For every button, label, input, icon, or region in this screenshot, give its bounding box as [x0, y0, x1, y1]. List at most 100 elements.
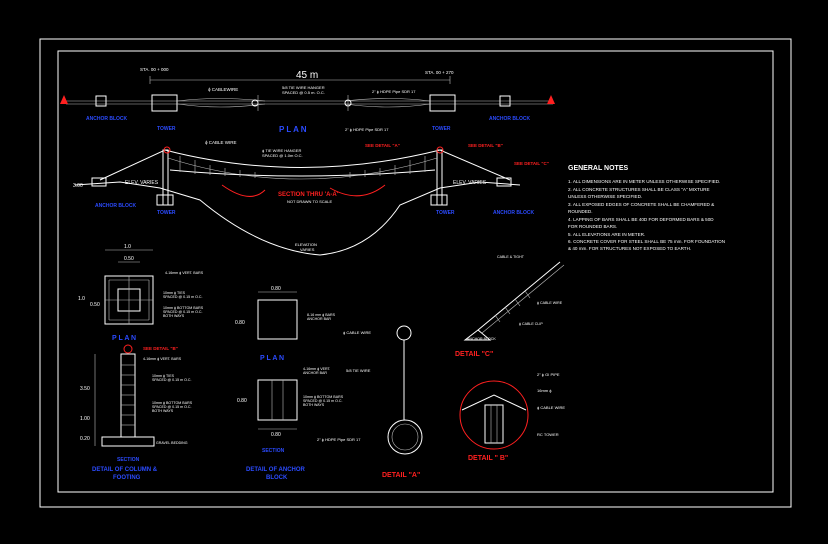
section-title: SECTION THRU 'A-A' — [278, 192, 339, 198]
detail-b-tower-label: RC TOWER — [537, 432, 559, 437]
north-marker-right — [547, 95, 555, 104]
plan-handrail-note: 2" ϕ HDPE Pipe SDR 17 — [372, 89, 416, 94]
col-vert-bars: 4-16mm ϕ VERT. BARS — [165, 271, 204, 275]
col-section-title: SECTION — [117, 457, 140, 463]
anchor-dim-side: 0.80 — [235, 320, 245, 326]
detail-a-pipe-outer — [387, 419, 423, 455]
anchor-plan-title: P L A N — [260, 355, 284, 362]
detail-b-circle — [459, 380, 529, 450]
anchor-left-plan — [95, 95, 107, 107]
plan-tower-left-label: TOWER — [157, 126, 176, 132]
section-hanger-note-1: ϕ TIE WIRE HANGER — [262, 148, 301, 153]
col-bot-1: 10mm ϕ BOTTOM BARS — [152, 401, 193, 405]
anchor-plan — [257, 299, 298, 340]
col-bottom-bars-3: BOTH WAYS — [163, 314, 185, 318]
col-ties-4: SPACED @ 0.15 m O.C. — [152, 378, 192, 382]
column-section — [120, 353, 136, 438]
detail-c-clamp-label: CABLE & TIGHT — [497, 255, 525, 259]
anchor-right-section — [496, 177, 512, 187]
sta-right-label: STA. 00 + 270 — [425, 70, 454, 75]
col-ties-3: 10mm ϕ TIES — [152, 374, 175, 378]
general-note-item: ROUNDED. — [568, 209, 593, 214]
detail-b-tower — [484, 404, 504, 444]
anchor-dim-top: 0.80 — [271, 286, 281, 292]
section-anchor-left-label: ANCHOR BLOCK — [95, 203, 136, 209]
detail-c-cable-label: ϕ CABLE WIRE — [537, 301, 563, 305]
see-detail-c-label: SEE DETAIL "C" — [514, 161, 549, 166]
elev-varies-right: ELEV. VARIES — [453, 180, 487, 186]
col-ties-2: SPACED @ 0.15 m O.C. — [163, 295, 203, 299]
general-note-item: 1. ALL DIMENSIONS ARE IN METER UNLESS OT… — [568, 179, 720, 184]
cable-highlight-right — [329, 184, 386, 197]
anchor-bottom-1: 10mm ϕ BOTTOM BARS — [303, 395, 344, 399]
anchor-bottom-2: SPACED @ 0.15 m O.C. — [303, 399, 343, 403]
anchor-vert-2: ANCHOR BAR — [303, 371, 327, 375]
col-dim-mid: 1.00 — [80, 416, 90, 422]
see-detail-b-label: SEE DETAIL "B" — [468, 143, 503, 148]
span-label: 45 m — [296, 70, 318, 81]
elevation-label-1: ELEVATION — [295, 242, 317, 247]
elevation-label-2: VARIES — [300, 247, 315, 252]
detail-c-title: DETAIL "C" — [455, 351, 493, 358]
main-cable-section — [99, 149, 511, 181]
section-handrail-note: 2" ϕ HDPE Pipe SDR 17 — [345, 127, 389, 132]
anchor-detail: 0.80 0.80 8-16 mm ϕ BARS ANCHOR BAR P L … — [235, 286, 344, 481]
plan-anchor-left-label: ANCHOR BLOCK — [86, 116, 127, 122]
detail-c: CABLE & TIGHT ϕ CABLE WIRE ϕ CABLE CLIP … — [455, 255, 565, 358]
anchor-detail-title-2: BLOCK — [266, 475, 288, 481]
detail-b-pipe-label: 2" ϕ GI PIPE — [537, 372, 560, 377]
north-marker-left — [60, 95, 68, 104]
detail-b: 2" ϕ GI PIPE 16mm ϕ ϕ CABLE WIRE RC TOWE… — [459, 372, 565, 462]
col-ties-1: 10mm ϕ TIES — [163, 291, 186, 295]
anchor-dim-h1: 0.80 — [237, 398, 247, 404]
detail-c-anchor-label: ANCHOR BLOCK — [467, 337, 496, 341]
general-note-item: 3. ALL EXPOSED EDGES OF CONCRETE SHALL B… — [568, 202, 714, 207]
footing-section — [101, 436, 155, 447]
detail-c-clip-label: ϕ CABLE CLIP — [519, 322, 543, 326]
section-hanger-note-2: SPACED @ 1.0m O.C. — [262, 153, 303, 158]
detail-a-tie-label: 5/8 TIE WIRE — [346, 368, 371, 373]
see-detail-a-label: SEE DETAIL "A" — [365, 143, 400, 148]
general-notes: GENERAL NOTES 1. ALL DIMENSIONS ARE IN M… — [568, 165, 725, 251]
plan-tower-right-label: TOWER — [432, 126, 451, 132]
section-view: ϕ CABLE WIRE ϕ TIE WIRE HANGER SPACED @ … — [73, 127, 549, 256]
col-plan-title: P L A N — [112, 335, 136, 342]
section-tower-right-label: TOWER — [436, 210, 455, 216]
general-note-item: 5. ALL ELEVATIONS ARE IN METER. — [568, 232, 645, 237]
detail-b-saddle — [461, 394, 527, 411]
anchor-note-2: ANCHOR BAR — [307, 317, 331, 321]
general-note-item: 4. LAPPING OF BARS SHALL BE 40D FOR DEFO… — [568, 217, 714, 222]
not-to-scale-label: NOT DRAWN TO SCALE — [287, 199, 333, 204]
col-detail-title-1: DETAIL OF COLUMN & — [92, 467, 158, 473]
outer-border — [39, 38, 792, 508]
detail-b-cable-label: ϕ CABLE WIRE — [537, 405, 565, 410]
col-bot-2: SPACED @ 0.15 m O.C. — [152, 405, 192, 409]
anchor-dim-bottom: 0.80 — [271, 432, 281, 438]
anchor-vert-1: 4-16mm ϕ VERT. — [303, 367, 331, 371]
section-anchor-right-label: ANCHOR BLOCK — [493, 210, 534, 216]
plan-hanger-note-2: SPACED @ 0.5 m. O.C. — [282, 90, 325, 95]
anchor-left-section — [91, 177, 107, 187]
plan-cable-note: ϕ CABLEWIRE — [208, 87, 238, 92]
col-detail-title-2: FOOTING — [113, 475, 141, 481]
tower-left-section — [162, 149, 169, 206]
sta-left-label: STA. 00 + 000 — [140, 67, 169, 72]
col-detail-b-marker — [123, 344, 133, 354]
general-note-item: & 40 mm. FOR STRUCTURES NOT EXPOSED TO E… — [568, 246, 691, 251]
general-notes-title: GENERAL NOTES — [568, 165, 628, 172]
general-note-item: UNLESS OTHERWISE SPECIFIED. — [568, 194, 642, 199]
general-note-item: FOR ROUNDED BARS. — [568, 224, 617, 229]
elev-varies-left: ELEV. VARIES — [125, 180, 159, 186]
col-vert-bars-2: 4-16mm ϕ VERT. BARS — [143, 357, 182, 361]
col-dim-height: 3.50 — [80, 386, 90, 392]
anchor-section — [257, 379, 298, 421]
col-dim-top: 1.0 — [124, 244, 131, 250]
col-gravel: GRAVEL BEDDING — [156, 441, 188, 445]
col-bottom-bars-2: SPACED @ 0.15 m O.C. — [163, 310, 203, 314]
col-dim-side: 1.0 — [78, 296, 85, 302]
col-bottom-bars-1: 10mm ϕ BOTTOM BARS — [163, 306, 204, 310]
deck-line — [169, 169, 436, 177]
plan-title: P L A N — [279, 125, 307, 134]
anchor-bottom-3: BOTH WAYS — [303, 403, 325, 407]
